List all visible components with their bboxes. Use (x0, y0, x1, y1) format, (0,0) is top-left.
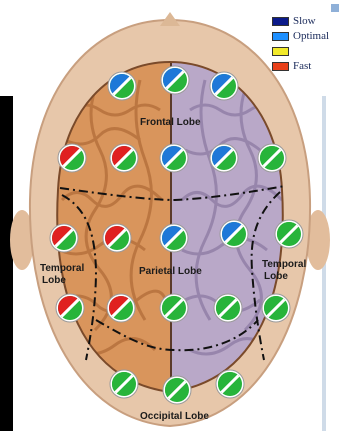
electrode-f7 (58, 144, 86, 172)
electrode-p3 (107, 294, 135, 322)
legend-swatch-optimal (272, 32, 289, 41)
electrode-fp1 (108, 72, 136, 100)
legend-swatch-slow (272, 17, 289, 26)
electrode-t4 (275, 220, 303, 248)
temporal-lobe-right-label-line1: Temporal (262, 259, 306, 270)
legend-label-slow: Slow (293, 15, 316, 27)
electrode-t5 (56, 294, 84, 322)
temporal-lobe-left-label-line1: Temporal (40, 263, 84, 274)
frontal-lobe-label: Frontal Lobe (140, 117, 201, 128)
electrode-cz (160, 224, 188, 252)
electrode-o2 (216, 370, 244, 398)
electrode-oz (163, 376, 191, 404)
legend-label-fast: Fast (293, 60, 311, 72)
legend-item-optimal: Optimal (272, 29, 341, 43)
legend-item-slow: Slow (272, 14, 341, 28)
electrode-t3 (50, 224, 78, 252)
speed-legend: Slow Optimal Fast (272, 14, 341, 74)
legend-swatch-fast (272, 62, 289, 71)
parietal-lobe-label: Parietal Lobe (139, 266, 202, 277)
electrode-c4 (220, 220, 248, 248)
electrode-f4 (210, 144, 238, 172)
legend-item-yellow (272, 44, 341, 58)
corner-mark (331, 4, 339, 12)
legend-item-fast: Fast (272, 59, 341, 73)
electrode-f8 (258, 144, 286, 172)
electrode-f3 (110, 144, 138, 172)
temporal-lobe-right-label-line2: Lobe (264, 271, 288, 282)
legend-swatch-yellow (272, 47, 289, 56)
electrode-p4 (214, 294, 242, 322)
electrode-fp2 (210, 72, 238, 100)
electrode-fpz (161, 66, 189, 94)
occipital-lobe-label: Occipital Lobe (140, 411, 209, 422)
left-black-bar (0, 96, 13, 431)
electrode-pz (160, 294, 188, 322)
electrode-c3 (103, 224, 131, 252)
electrode-o1 (110, 370, 138, 398)
legend-label-optimal: Optimal (293, 30, 329, 42)
temporal-lobe-left-label-line2: Lobe (42, 275, 66, 286)
electrode-fz (160, 144, 188, 172)
electrode-t6 (262, 294, 290, 322)
